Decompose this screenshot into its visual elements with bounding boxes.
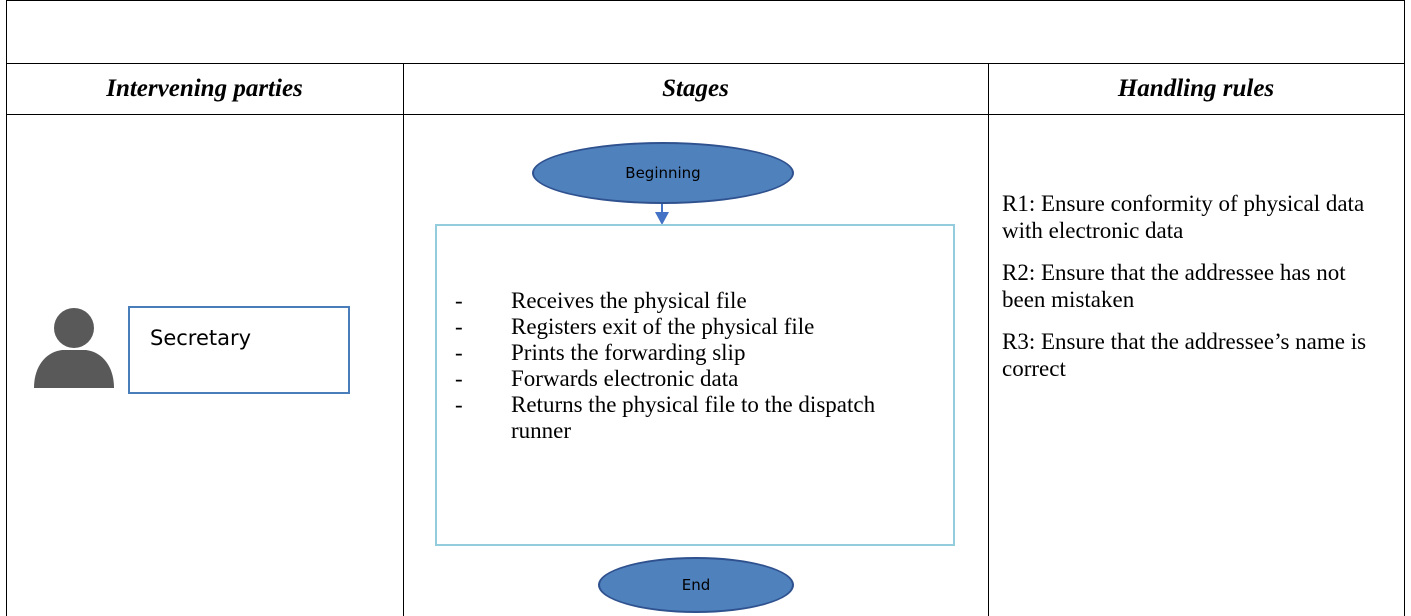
list-item: -Returns the physical file to the dispat… bbox=[455, 392, 876, 443]
header-top-rule bbox=[6, 63, 1405, 64]
start-terminal-label: Beginning bbox=[625, 164, 701, 182]
bullet-dash: - bbox=[455, 366, 463, 391]
step-list: -Receives the physical file -Registers e… bbox=[455, 288, 931, 444]
bullet-dash: - bbox=[455, 392, 463, 417]
end-terminal-label: End bbox=[681, 576, 711, 594]
table-border-top bbox=[6, 0, 1405, 1]
list-item: -Prints the forwarding slip bbox=[455, 340, 746, 365]
person-icon bbox=[34, 308, 114, 388]
table-border-right bbox=[1404, 0, 1405, 616]
actor-box: Secretary bbox=[128, 306, 350, 394]
bullet-dash: - bbox=[455, 314, 463, 339]
list-item: -Registers exit of the physical file bbox=[455, 314, 815, 339]
column-divider-2 bbox=[988, 63, 989, 616]
rule-item: R3: Ensure that the addressee’s name is … bbox=[1002, 329, 1367, 381]
process-table: Intervening parties Stages Handling rule… bbox=[6, 0, 1405, 616]
rule-item: R1: Ensure conformity of physical data w… bbox=[1002, 191, 1365, 243]
rule-item: R2: Ensure that the addressee has not be… bbox=[1002, 260, 1346, 312]
list-item: -Receives the physical file bbox=[455, 288, 747, 313]
list-item: -Forwards electronic data bbox=[455, 366, 739, 391]
handling-rules: R1: Ensure conformity of physical data w… bbox=[1002, 190, 1387, 397]
start-terminal: Beginning bbox=[532, 142, 794, 204]
bullet-dash: - bbox=[455, 288, 463, 313]
end-terminal: End bbox=[598, 557, 794, 613]
header-intervening-parties: Intervening parties bbox=[106, 75, 303, 102]
actor-label: Secretary bbox=[150, 326, 252, 350]
table-border-left bbox=[6, 0, 7, 616]
header-handling-rules: Handling rules bbox=[1117, 75, 1275, 102]
bullet-dash: - bbox=[455, 340, 463, 365]
process-box: -Receives the physical file -Registers e… bbox=[435, 224, 955, 546]
header-stages: Stages bbox=[662, 75, 729, 102]
header-bottom-rule bbox=[6, 114, 1405, 115]
column-divider-1 bbox=[403, 63, 404, 616]
